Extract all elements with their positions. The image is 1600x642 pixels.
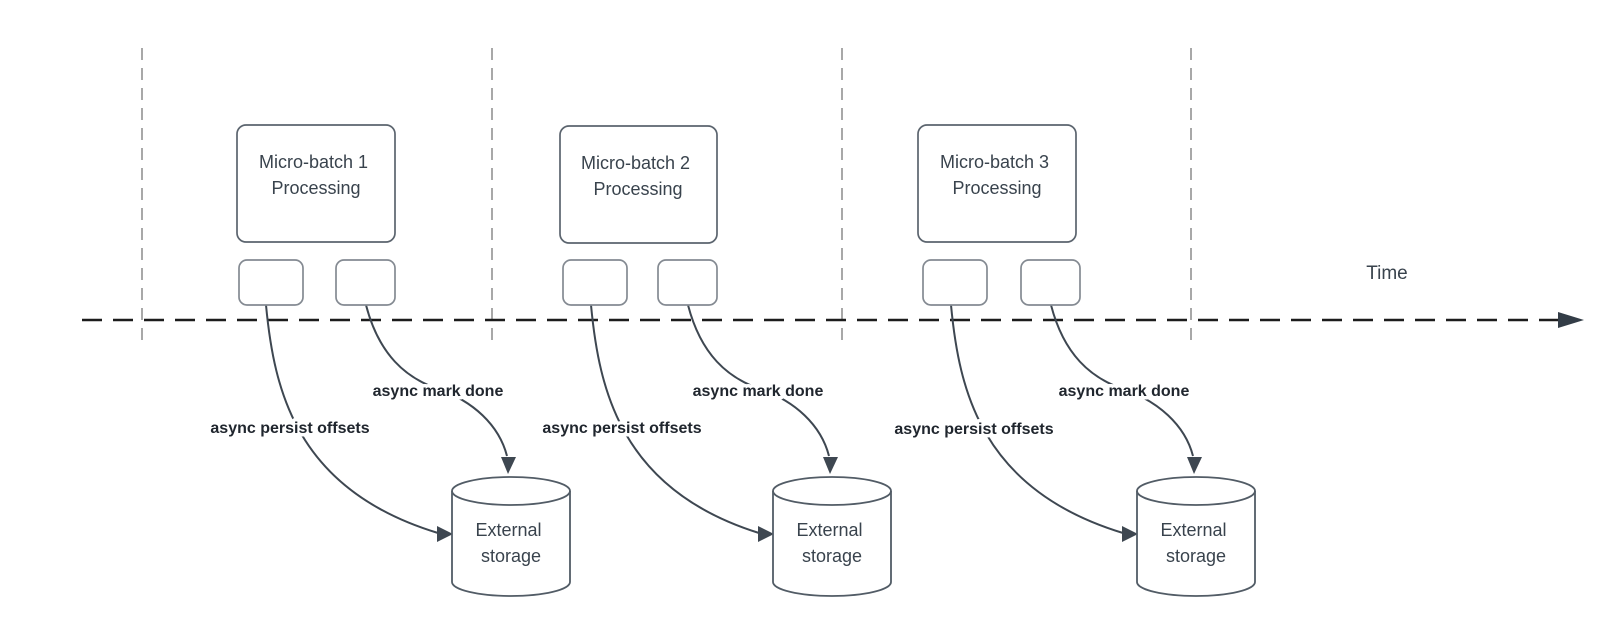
persist-offsets-label: async persist offsets: [542, 420, 701, 437]
task-box-left: [922, 259, 988, 306]
persist-offsets-label: async persist offsets: [894, 421, 1053, 438]
persist-offsets-arrow: [265, 304, 439, 534]
mark-done-arrow: [1050, 304, 1194, 457]
micro-batch-group-3: Micro-batch 3 Processing async persist o…: [891, 124, 1256, 597]
timeline-arrowhead-icon: [1558, 312, 1584, 328]
processing-box-title: Micro-batch 1 Processing: [259, 152, 373, 198]
mark-done-label: async mark done: [693, 383, 824, 400]
task-box-right: [657, 259, 718, 306]
external-storage-label: External storage: [796, 520, 867, 566]
processing-box: [917, 124, 1077, 243]
processing-box-title: Micro-batch 2 Processing: [581, 153, 695, 199]
persist-offsets-arrow: [590, 304, 760, 534]
batch-boundary-guides: [141, 48, 1192, 342]
persist-arrowhead-icon: [1122, 526, 1138, 542]
task-box-left: [562, 259, 628, 306]
processing-box-title: Micro-batch 3 Processing: [940, 152, 1054, 198]
time-label: Time: [1366, 263, 1408, 284]
processing-box: [559, 125, 718, 244]
micro-batch-group-2: Micro-batch 2 Processing async persist o…: [539, 125, 892, 597]
processing-box: [236, 124, 396, 243]
cylinder-rim: [451, 490, 571, 506]
cylinder-rim: [1136, 490, 1256, 506]
task-box-right: [335, 259, 396, 306]
mark-done-arrowhead-icon: [823, 457, 838, 474]
external-storage-label: External storage: [475, 520, 546, 566]
external-storage-cylinder: [1136, 476, 1256, 597]
task-box-right: [1020, 259, 1081, 306]
task-box-left: [238, 259, 304, 306]
mark-done-arrow: [365, 304, 508, 457]
cylinder-rim: [772, 490, 892, 506]
micro-batch-group-1: Micro-batch 1 Processing async persist o…: [207, 124, 571, 597]
mark-done-arrowhead-icon: [1187, 457, 1202, 474]
external-storage-label: External storage: [1160, 520, 1231, 566]
external-storage-cylinder: [451, 476, 571, 597]
mark-done-label: async mark done: [373, 383, 504, 400]
external-storage-cylinder: [772, 476, 892, 597]
persist-arrowhead-icon: [437, 526, 453, 542]
persist-offsets-label: async persist offsets: [210, 420, 369, 437]
mark-done-label: async mark done: [1059, 383, 1190, 400]
persist-arrowhead-icon: [758, 526, 774, 542]
mark-done-arrow: [687, 304, 830, 457]
timeline: Time: [82, 263, 1584, 328]
mark-done-arrowhead-icon: [501, 457, 516, 474]
persist-offsets-arrow: [950, 304, 1124, 534]
